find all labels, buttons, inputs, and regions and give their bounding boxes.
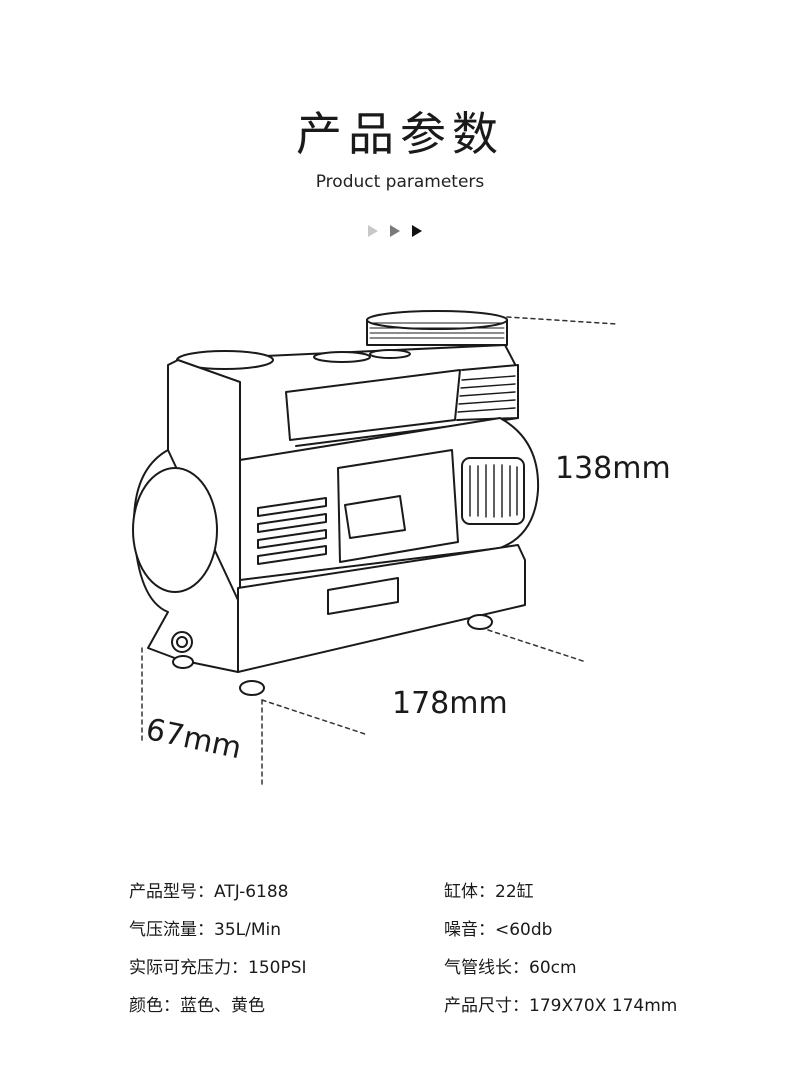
spec-label: 缸体： <box>444 882 495 902</box>
spec-item-pressure: 实际可充压力：150PSI <box>129 953 307 978</box>
spec-item-model: 产品型号：ATJ-6188 <box>129 877 289 902</box>
spec-value: 179X70X 174mm <box>529 996 678 1016</box>
page-title: 产品参数 <box>296 107 504 161</box>
triangle-right-icon <box>368 225 378 237</box>
upper-body <box>176 344 519 461</box>
spec-item-airflow: 气压流量：35L/Min <box>129 915 281 940</box>
air-compressor-drawing <box>132 310 618 788</box>
spec-value: <60db <box>495 920 553 940</box>
spec-value: 蓝色、黄色 <box>180 996 265 1016</box>
spec-value: 35L/Min <box>214 920 281 940</box>
arrow-indicator <box>368 225 422 237</box>
spec-label: 产品型号： <box>129 882 214 902</box>
gauge-drum <box>366 310 508 346</box>
spec-label: 气管线长： <box>444 958 529 978</box>
spec-value: 60cm <box>529 958 577 978</box>
spec-label: 颜色： <box>129 996 180 1016</box>
spec-label: 气压流量： <box>129 920 214 940</box>
base <box>237 544 526 696</box>
dimension-lines <box>141 316 618 788</box>
triangle-right-icon <box>390 225 400 237</box>
spec-label: 实际可充压力： <box>129 958 248 978</box>
page-subtitle: Product parameters <box>315 172 485 192</box>
spec-item-cylinder: 缸体：22缸 <box>444 877 534 902</box>
height-dimension-label: 138mm <box>555 451 671 486</box>
spec-value: 22缸 <box>495 882 534 902</box>
spec-item-color: 颜色：蓝色、黄色 <box>129 991 265 1016</box>
spec-item-hose-length: 气管线长：60cm <box>444 953 577 978</box>
triangle-right-icon <box>412 225 422 237</box>
spec-item-size: 产品尺寸：179X70X 174mm <box>444 991 677 1016</box>
spec-label: 噪音： <box>444 920 495 940</box>
spec-value: 150PSI <box>248 958 307 978</box>
spec-item-noise: 噪音：<60db <box>444 915 552 940</box>
spec-label: 产品尺寸： <box>444 996 529 1016</box>
width-dimension-label: 178mm <box>392 686 508 721</box>
spec-value: ATJ-6188 <box>214 882 289 902</box>
side-cap <box>132 449 239 673</box>
